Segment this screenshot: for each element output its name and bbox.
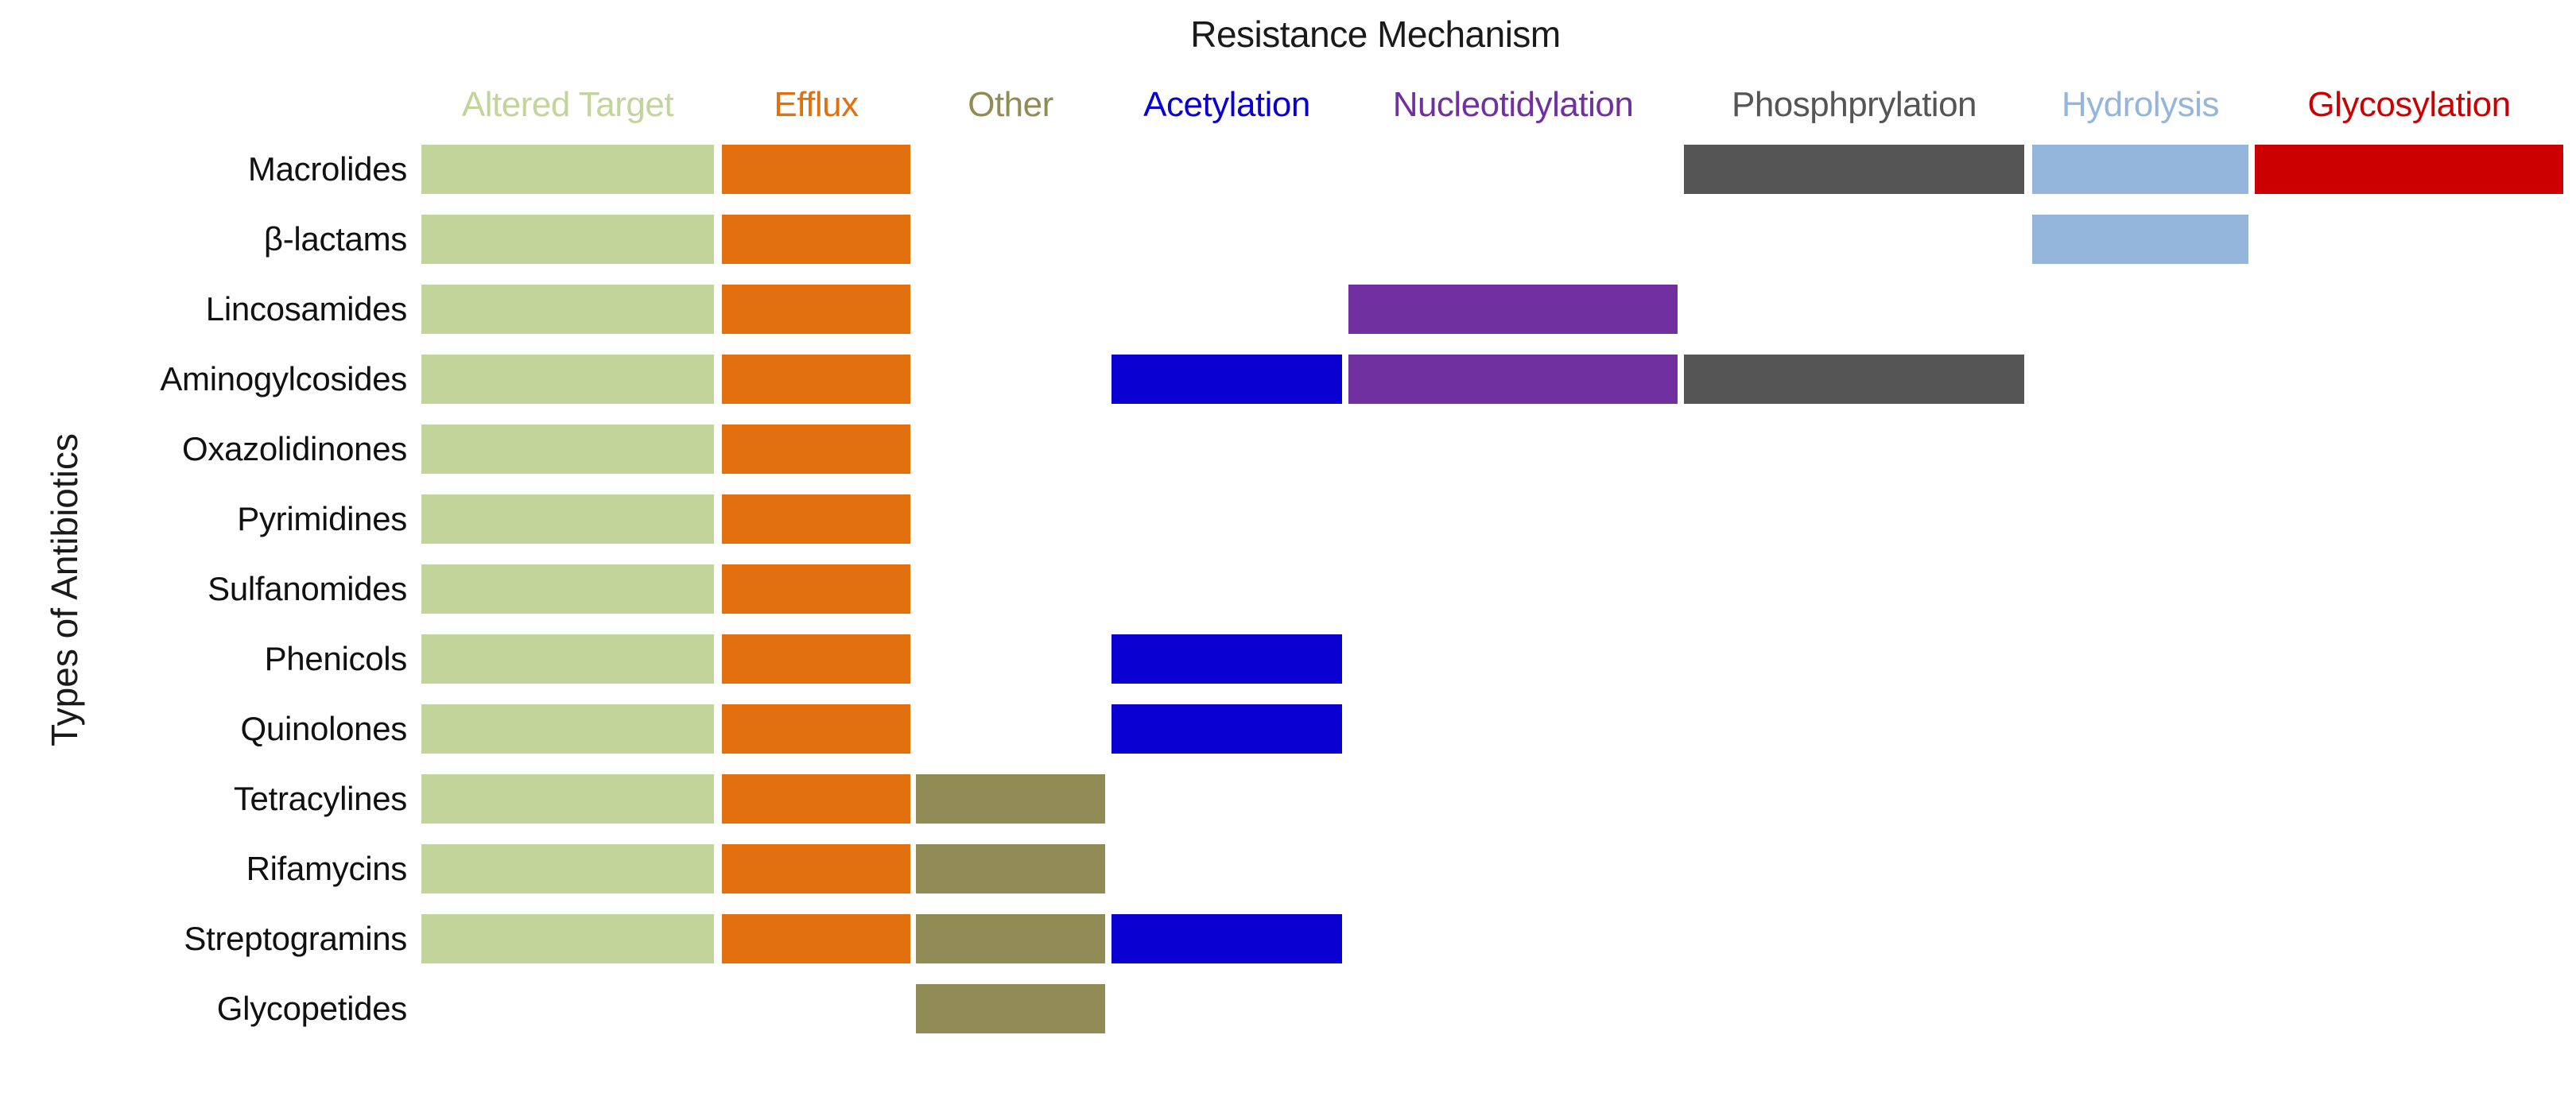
cell-beta-lactams-hydrolysis — [2032, 215, 2248, 264]
cell-streptogramins-acetylation — [1111, 914, 1342, 963]
cell-phenicols-acetylation — [1111, 634, 1342, 684]
cell-tetracylines-other — [916, 774, 1105, 824]
chart-title: Resistance Mechanism — [1190, 14, 1561, 55]
row-label-glycopetides: Glycopetides — [216, 990, 408, 1027]
cell-glycopetides-other — [916, 984, 1105, 1033]
cell-streptogramins-other — [916, 914, 1105, 963]
cell-lincosamides-altered-target — [421, 285, 714, 334]
cell-tetracylines-efflux — [722, 774, 910, 824]
column-header-nucleotidylation: Nucleotidylation — [1392, 85, 1634, 124]
cell-pyrimidines-efflux — [722, 494, 910, 544]
row-label-beta-lactams: β-lactams — [263, 220, 407, 258]
cell-quinolones-efflux — [722, 704, 910, 754]
cell-aminogylcosides-phosphprylation — [1684, 355, 2024, 404]
column-header-hydrolysis: Hydrolysis — [2062, 85, 2219, 124]
row-label-streptogramins: Streptogramins — [184, 920, 407, 957]
row-label-oxazolidinones: Oxazolidinones — [182, 430, 407, 467]
cell-beta-lactams-efflux — [722, 215, 910, 264]
row-label-aminogylcosides: Aminogylcosides — [160, 360, 407, 397]
column-header-other: Other — [968, 85, 1053, 124]
cell-beta-lactams-altered-target — [421, 215, 714, 264]
cell-lincosamides-nucleotidylation — [1348, 285, 1678, 334]
row-label-tetracylines: Tetracylines — [233, 780, 407, 817]
cell-aminogylcosides-altered-target — [421, 355, 714, 404]
cell-phenicols-altered-target — [421, 634, 714, 684]
cell-macrolides-hydrolysis — [2032, 145, 2248, 194]
cell-rifamycins-other — [916, 844, 1105, 893]
cell-sulfanomides-altered-target — [421, 564, 714, 614]
cell-aminogylcosides-nucleotidylation — [1348, 355, 1678, 404]
column-header-efflux: Efflux — [774, 85, 859, 124]
cell-quinolones-altered-target — [421, 704, 714, 754]
cell-aminogylcosides-efflux — [722, 355, 910, 404]
row-label-rifamycins: Rifamycins — [246, 850, 408, 887]
row-label-sulfanomides: Sulfanomides — [208, 570, 407, 607]
column-header-glycosylation: Glycosylation — [2307, 85, 2511, 124]
column-header-altered-target: Altered Target — [461, 85, 674, 124]
row-label-phenicols: Phenicols — [264, 640, 408, 677]
cell-macrolides-phosphprylation — [1684, 145, 2024, 194]
cell-streptogramins-efflux — [722, 914, 910, 963]
cell-macrolides-altered-target — [421, 145, 714, 194]
row-label-quinolones: Quinolones — [240, 710, 408, 747]
row-label-lincosamides: Lincosamides — [205, 290, 408, 328]
row-label-macrolides: Macrolides — [247, 150, 407, 188]
cell-macrolides-glycosylation — [2255, 145, 2563, 194]
column-header-acetylation: Acetylation — [1143, 85, 1310, 124]
cell-rifamycins-efflux — [722, 844, 910, 893]
cell-rifamycins-altered-target — [421, 844, 714, 893]
cell-oxazolidinones-efflux — [722, 424, 910, 474]
cell-tetracylines-altered-target — [421, 774, 714, 824]
cell-sulfanomides-efflux — [722, 564, 910, 614]
cell-macrolides-efflux — [722, 145, 910, 194]
row-label-pyrimidines: Pyrimidines — [237, 500, 407, 537]
cell-lincosamides-efflux — [722, 285, 910, 334]
cell-streptogramins-altered-target — [421, 914, 714, 963]
cell-pyrimidines-altered-target — [421, 494, 714, 544]
cell-phenicols-efflux — [722, 634, 910, 684]
cell-quinolones-acetylation — [1111, 704, 1342, 754]
cell-oxazolidinones-altered-target — [421, 424, 714, 474]
cell-aminogylcosides-acetylation — [1111, 355, 1342, 404]
column-header-phosphprylation: Phosphprylation — [1731, 85, 1977, 124]
